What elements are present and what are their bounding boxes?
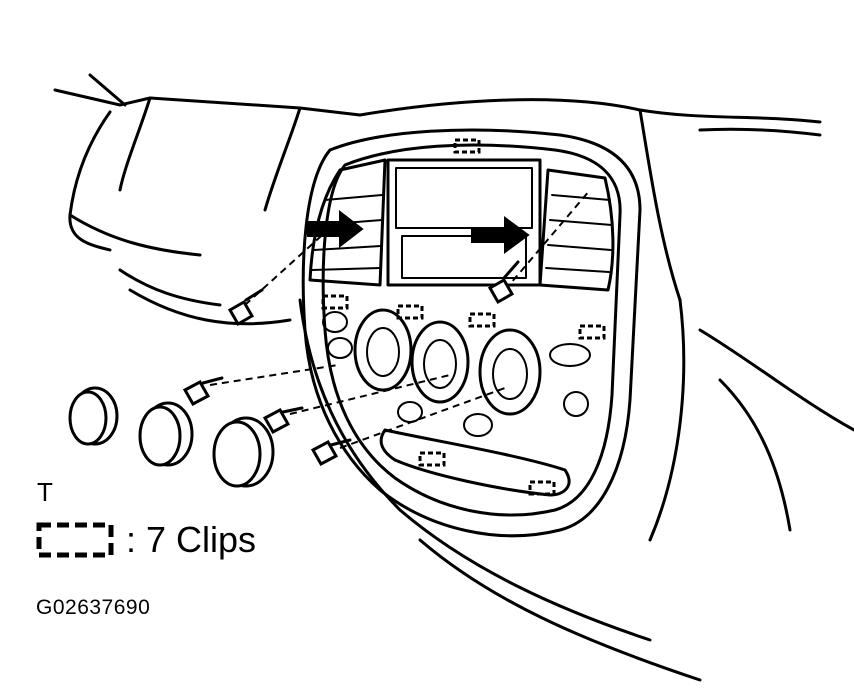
- screw-icon: [310, 438, 352, 467]
- dashboard-outline: [53, 73, 854, 682]
- right-air-vent: [538, 168, 615, 292]
- clip-legend-text: : 7 Clips: [126, 519, 257, 560]
- screw-icon: [227, 288, 264, 327]
- screw-icon: [487, 260, 520, 305]
- screws: [182, 189, 591, 467]
- knob-icon: [68, 386, 119, 446]
- screw-icon: [182, 376, 224, 407]
- corner-letter: T: [37, 477, 53, 507]
- right-arrow-icon: [471, 216, 530, 254]
- left-arrow-icon: [307, 209, 364, 249]
- dashed-clip-icon: [36, 522, 114, 558]
- removed-knobs: [68, 386, 275, 488]
- climate-control-dials: [322, 308, 591, 497]
- center-panel-bezel: [301, 128, 642, 538]
- knob-icon: [212, 416, 275, 488]
- screw-icon: [262, 406, 304, 435]
- figure-id: G02637690: [36, 596, 151, 619]
- clip-legend: : 7 Clips: [36, 518, 256, 562]
- pull-direction-arrows: [307, 209, 530, 254]
- display-unit: [386, 158, 542, 287]
- knob-icon: [138, 401, 194, 467]
